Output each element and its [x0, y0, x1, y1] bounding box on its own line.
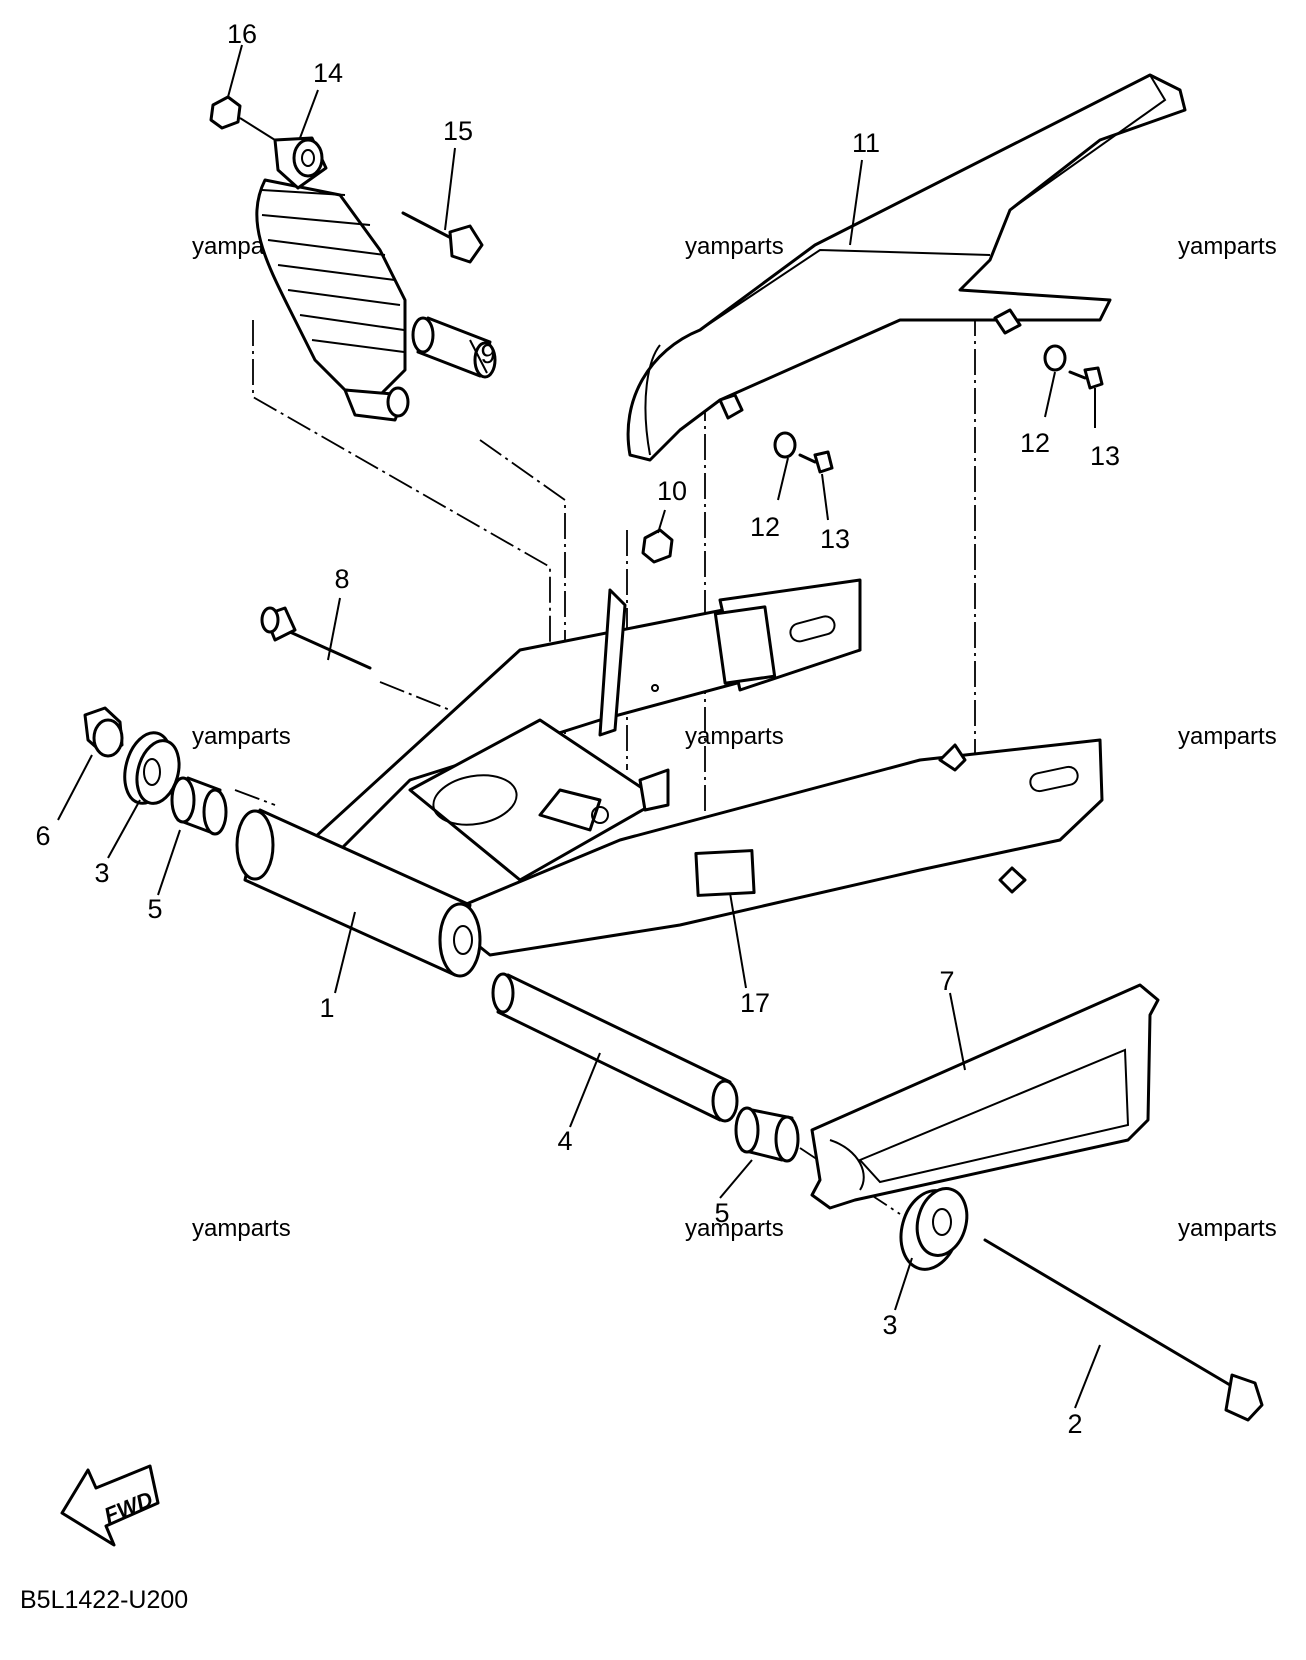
callout-3-right: 3	[882, 1310, 897, 1340]
collar-part-9	[411, 316, 497, 379]
watermark: yamparts	[192, 1215, 291, 1242]
callout-11: 11	[852, 128, 880, 158]
callout-8: 8	[334, 564, 349, 594]
bearing-part-5-left	[170, 776, 228, 836]
callout-5-right: 5	[714, 1198, 729, 1228]
nut-part-6	[83, 706, 124, 758]
seal-part-3-left	[123, 731, 181, 805]
callout-13-a: 13	[820, 524, 850, 554]
callout-16: 16	[227, 19, 257, 49]
callout-13-b: 13	[1090, 441, 1120, 471]
label-part-17	[694, 849, 756, 897]
watermark: yamparts	[1178, 723, 1277, 750]
swingarm-part-1	[235, 578, 1104, 978]
bearing-part-5-right	[734, 1106, 800, 1163]
callout-17: 17	[740, 988, 770, 1018]
callout-5-left: 5	[147, 894, 162, 924]
pivot-shaft-part-4	[491, 972, 739, 1123]
nut-part-16	[209, 95, 242, 130]
chain-guard-part-7	[810, 983, 1160, 1210]
washer-part-12	[773, 344, 1067, 459]
bolt-part-13	[798, 366, 1104, 474]
callout-14: 14	[313, 58, 343, 88]
callout-10: 10	[657, 476, 687, 506]
seal-part-3-right	[899, 1187, 969, 1271]
shock-absorber	[255, 136, 410, 422]
callout-labels: 6 3 5 1 4 5 3 2 7 17 8 9 10 11 12 12 13 …	[35, 19, 1120, 1439]
watermark: yamparts	[1178, 1215, 1277, 1242]
callout-6: 6	[35, 821, 50, 851]
diagram-code: B5L1422-U200	[20, 1586, 188, 1614]
watermark: yamparts	[192, 723, 291, 750]
watermarks: yamparts yamparts yamparts yamparts yamp…	[192, 233, 1277, 1242]
watermark: yamparts	[685, 1215, 784, 1242]
leader-lines	[57, 44, 1101, 1409]
bolt-part-8	[260, 606, 372, 670]
watermark: yamparts	[685, 723, 784, 750]
watermark: yamparts	[1178, 233, 1277, 260]
callout-15: 15	[443, 116, 473, 146]
watermark: yamparts	[685, 233, 784, 260]
callout-9: 9	[480, 339, 495, 369]
chain-case-part-11	[626, 73, 1187, 462]
callout-7: 7	[939, 966, 954, 996]
nut-part-10	[641, 528, 674, 564]
callout-2: 2	[1067, 1409, 1082, 1439]
callout-4: 4	[557, 1126, 572, 1156]
bolt-part-15	[401, 211, 484, 264]
bolt-part-2	[983, 1238, 1264, 1422]
callout-1: 1	[319, 993, 334, 1023]
callout-12-a: 12	[750, 512, 780, 542]
fwd-arrow-icon: FWD	[60, 1464, 160, 1547]
callout-3-left: 3	[94, 858, 109, 888]
callout-12-b: 12	[1020, 428, 1050, 458]
